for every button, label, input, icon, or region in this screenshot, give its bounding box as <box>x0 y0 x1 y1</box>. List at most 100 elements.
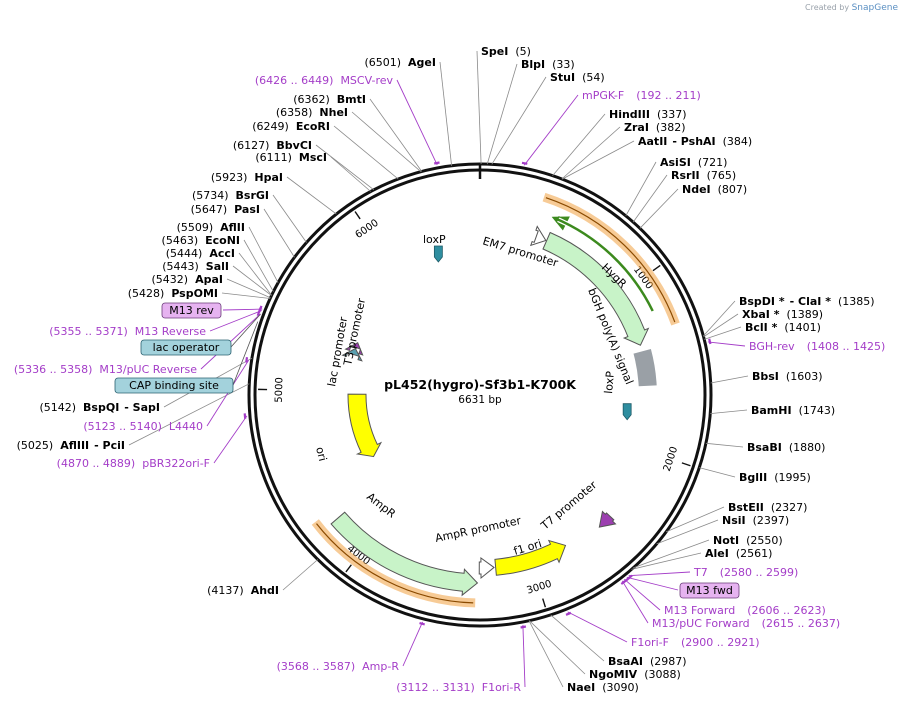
primer-label: M13 rev <box>169 304 214 317</box>
feature-label: AmpR promoter <box>434 514 523 545</box>
enzyme-name: HpaI <box>254 171 283 184</box>
primer-label: BGH-rev(1408 .. 1425) <box>749 340 885 353</box>
primer-range: (3568 .. 3587) <box>277 660 356 673</box>
enzyme-label: BsaBI(1880) <box>747 441 825 454</box>
enzyme-position: (2561) <box>736 547 773 560</box>
enzyme-position: (5647) <box>191 203 228 216</box>
enzyme-name: ApaI <box>195 273 223 286</box>
primer-label: T7(2580 .. 2599) <box>693 566 798 579</box>
tick-mark <box>542 598 547 608</box>
enzyme-leader <box>562 140 635 180</box>
enzyme-label: ZraI(382) <box>624 121 686 134</box>
enzyme-alias: - ClaI * <box>790 295 832 308</box>
enzyme-position: (33) <box>552 58 575 71</box>
enzyme-position: (1389) <box>786 308 823 321</box>
enzyme-name: StuI <box>550 71 575 84</box>
bgh-polya-block <box>633 348 657 387</box>
primer-leader <box>396 79 438 166</box>
enzyme-alias: - PciI <box>94 439 125 452</box>
enzyme-label: (6358)NheI <box>276 106 348 119</box>
enzyme-position: (1401) <box>784 321 821 334</box>
enzyme-label: StuI (54) <box>550 71 605 84</box>
enzyme-label: NsiI(2397) <box>722 514 789 527</box>
primer-leader <box>402 621 424 667</box>
enzyme-label: XbaI * (1389) <box>742 308 823 321</box>
enzyme-name: EcoRI <box>296 120 330 133</box>
primer-range: (1408 .. 1425) <box>807 340 886 353</box>
enzyme-label: (6111)MscI <box>255 151 327 164</box>
enzyme-leader <box>699 467 736 478</box>
enzyme-name: SpeI <box>481 45 508 58</box>
enzyme-label: BglII(1995) <box>739 471 811 484</box>
enzyme-position: (2327) <box>771 501 808 514</box>
feature-box <box>140 339 232 356</box>
enzyme-leader <box>369 98 423 172</box>
primer-name: M13/pUC Reverse <box>99 363 197 376</box>
enzyme-position: (6111) <box>255 151 292 164</box>
enzyme-name: PasI <box>234 203 260 216</box>
snapgene-credit: Created by SnapGene <box>805 3 898 13</box>
primer-leader <box>628 571 691 577</box>
tick-mark <box>681 462 691 467</box>
hygro-cassette-arc <box>542 192 680 326</box>
enzyme-name: EcoNI <box>205 234 240 247</box>
enzyme-name: BspQI <box>83 401 119 414</box>
primer-range: (5355 .. 5371) <box>49 325 128 338</box>
enzyme-leader <box>710 409 748 414</box>
enzyme-name: SalI <box>206 260 229 273</box>
em7-promoter-arrow <box>530 225 547 247</box>
enzyme-leader <box>625 161 657 216</box>
tick-label: 2000 <box>662 445 681 473</box>
enzyme-position: (2550) <box>746 534 783 547</box>
primer-label: (4870 .. 4889)pBR322ori-F <box>57 457 210 470</box>
enzyme-leader <box>631 552 702 570</box>
primer-leader <box>213 415 248 464</box>
tick-mark <box>354 211 361 220</box>
enzyme-leader <box>550 614 605 662</box>
enzyme-label: NotI(2550) <box>713 534 783 547</box>
feature-box <box>114 377 234 394</box>
enzyme-name: AhdI <box>251 584 279 597</box>
loxp-marker <box>622 403 632 421</box>
primer-arc <box>708 338 712 345</box>
enzyme-leader <box>486 63 518 165</box>
credit-prefix: Created by <box>805 3 850 12</box>
primer-label: (5336 .. 5358) M13/pUC Reverse <box>14 363 197 376</box>
primer-leader <box>222 308 263 311</box>
enzyme-position: (1743) <box>799 404 836 417</box>
feature-label: T7 promoter <box>538 478 600 533</box>
enzyme-label: HindIII(337) <box>609 108 687 121</box>
t3-promoter-arrow <box>344 341 364 356</box>
primer-arc <box>245 357 249 363</box>
enzyme-position: (54) <box>582 71 605 84</box>
primer-range: (5336 .. 5358) <box>14 363 93 376</box>
enzyme-name: AleI <box>705 547 729 560</box>
enzyme-label: NgoMIV(3088) <box>589 668 681 681</box>
enzyme-name: BsaBI <box>747 441 782 454</box>
enzyme-leader <box>263 208 295 258</box>
enzyme-name: NgoMIV <box>589 668 638 681</box>
enzyme-position: (6249) <box>252 120 289 133</box>
primer-box <box>679 582 740 599</box>
primer-label: (3568 .. 3587)Amp-R <box>277 660 400 673</box>
primer-label: (3112 .. 3131)F1ori-R <box>396 681 521 694</box>
enzyme-name: BstEII <box>728 501 764 514</box>
enzyme-label: NaeI(3090) <box>567 681 639 694</box>
feature-box-label: lac operator <box>153 341 220 354</box>
enzyme-leader <box>439 61 452 166</box>
enzyme-position: (5) <box>515 45 531 58</box>
enzyme-name: BsaAI <box>608 655 643 668</box>
enzyme-name: XbaI * <box>742 308 780 321</box>
primer-leader <box>626 576 679 591</box>
primer-range: (2615 .. 2637) <box>762 617 841 630</box>
enzyme-leader <box>703 313 739 338</box>
enzyme-position: (5025) <box>17 439 54 452</box>
enzyme-name: AflIII <box>60 439 89 452</box>
primer-arc <box>433 161 440 165</box>
primer-leader <box>522 624 526 688</box>
enzyme-position: (807) <box>718 183 748 196</box>
primer-name: pBR322ori-F <box>142 457 210 470</box>
enzyme-position: (5443) <box>162 260 199 273</box>
enzyme-label: BlpI(33) <box>521 58 575 71</box>
